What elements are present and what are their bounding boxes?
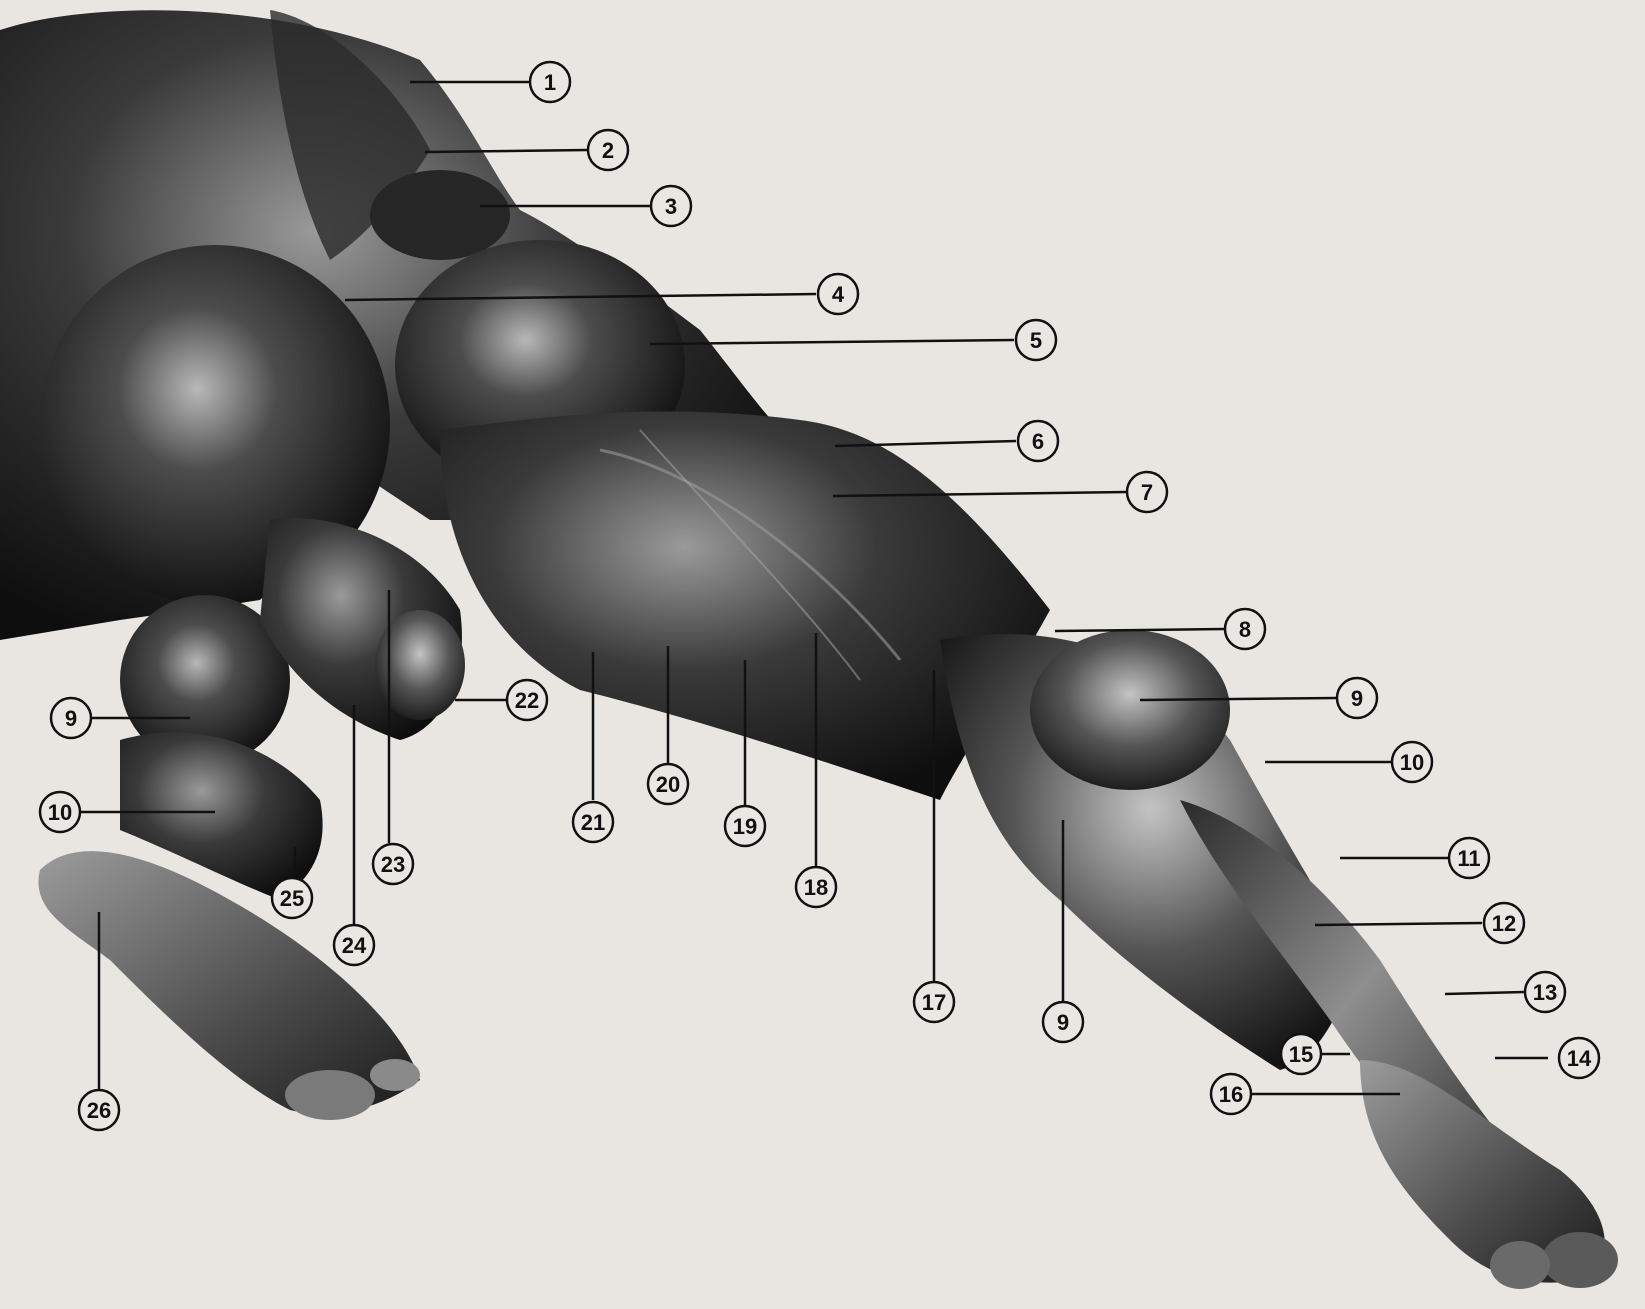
svg-text:24: 24 [342,933,367,958]
svg-text:14: 14 [1567,1046,1592,1071]
svg-text:12: 12 [1492,911,1516,936]
callout-18: 18 [796,867,836,907]
callout-9-left: 9 [51,698,91,738]
callout-3: 3 [651,186,691,226]
callout-25: 25 [272,878,312,918]
svg-text:3: 3 [665,194,677,219]
svg-text:10: 10 [48,800,72,825]
callout-8: 8 [1225,609,1265,649]
svg-text:15: 15 [1289,1042,1313,1067]
svg-text:13: 13 [1533,980,1557,1005]
body-silhouette [0,10,1618,1289]
svg-text:18: 18 [804,875,828,900]
callout-7: 7 [1127,472,1167,512]
callout-26: 26 [79,1090,119,1130]
callout-10-right: 10 [1392,742,1432,782]
svg-text:22: 22 [515,688,539,713]
svg-text:9: 9 [65,706,77,731]
callout-9-calf: 9 [1043,1002,1083,1042]
svg-text:26: 26 [87,1098,111,1123]
callout-2: 2 [588,130,628,170]
svg-text:9: 9 [1351,686,1363,711]
svg-text:1: 1 [544,70,556,95]
svg-text:4: 4 [832,282,845,307]
callout-13: 13 [1525,972,1565,1012]
callout-19: 19 [725,806,765,846]
svg-text:10: 10 [1400,750,1424,775]
callout-14: 14 [1559,1038,1599,1078]
callout-12: 12 [1484,903,1524,943]
svg-text:7: 7 [1141,480,1153,505]
svg-text:2: 2 [602,138,614,163]
callout-11: 11 [1449,838,1489,878]
svg-text:8: 8 [1239,617,1251,642]
svg-text:6: 6 [1032,429,1044,454]
callout-24: 24 [334,925,374,965]
svg-text:11: 11 [1457,846,1480,871]
callout-10-left: 10 [40,792,80,832]
callout-4: 4 [818,274,858,314]
callout-20: 20 [648,764,688,804]
svg-text:23: 23 [381,852,405,877]
callout-15: 15 [1281,1034,1321,1074]
callout-9-knee: 9 [1337,678,1377,718]
callout-1: 1 [530,62,570,102]
callout-22: 22 [507,680,547,720]
svg-text:9: 9 [1057,1010,1069,1035]
svg-text:17: 17 [922,990,946,1015]
callout-6: 6 [1018,421,1058,461]
svg-text:25: 25 [280,886,304,911]
svg-text:5: 5 [1030,328,1042,353]
callout-16: 16 [1211,1074,1251,1114]
svg-text:19: 19 [733,814,757,839]
callout-17: 17 [914,982,954,1022]
callout-21: 21 [573,802,613,842]
callout-23: 23 [373,844,413,884]
svg-text:16: 16 [1219,1082,1243,1107]
svg-text:20: 20 [656,772,680,797]
svg-text:21: 21 [581,810,605,835]
callout-5: 5 [1016,320,1056,360]
